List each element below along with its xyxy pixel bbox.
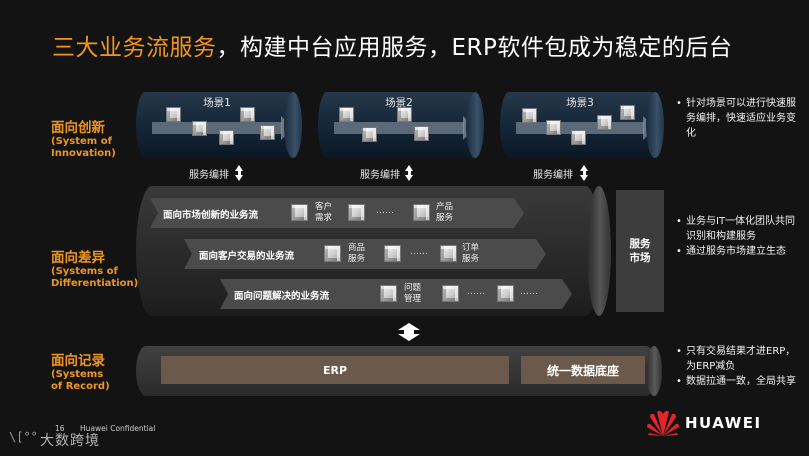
- service-cube-icon: [620, 105, 635, 120]
- service-name-line: 服务: [462, 254, 480, 264]
- service-name-line: 问题: [404, 283, 422, 293]
- service-cube-icon: [522, 108, 537, 123]
- service-cube-icon: [362, 127, 377, 142]
- erp-label: ERP: [322, 363, 348, 377]
- data-label: 统一数据底座: [546, 363, 619, 378]
- flow-label: 面向市场创新的业务流: [163, 210, 259, 221]
- service-cube-icon: [497, 285, 514, 302]
- double-arrow-icon: [398, 323, 420, 341]
- unified-data-bar: 统一数据底座: [521, 356, 645, 384]
- scenario-label: 场景2: [385, 97, 413, 109]
- flow-label: 面向客户交易的业务流: [199, 251, 295, 262]
- layer-en: (System of: [51, 136, 112, 147]
- bullet-item: 通过服务市场建立生态: [676, 244, 801, 259]
- service-cube-icon: [192, 121, 207, 136]
- layer-en: Differentiation): [51, 278, 139, 289]
- orchestration-label-2: 服务编排: [360, 170, 400, 181]
- service-cube-icon: [384, 245, 401, 262]
- bullets-differentiation: 业务与IT一体化团队共同识别和构建服务 通过服务市场建立生态: [676, 214, 801, 259]
- title-accent: 三大业务流服务: [52, 35, 217, 61]
- page-title: 三大业务流服务，构建中台应用服务，ERP软件包成为稳定的后台: [52, 28, 792, 62]
- layer-en: (Systems of: [51, 266, 118, 277]
- scenario-cylinder-3: 场景3: [500, 92, 664, 158]
- confidential-label: Huawei Confidential: [80, 424, 156, 433]
- page-number: 16: [55, 424, 65, 433]
- service-cube-icon: [571, 130, 586, 145]
- bullet-item: 只有交易结果才进ERP，为ERP减负: [676, 344, 801, 374]
- title-rest: ，构建中台应用服务，ERP软件包成为稳定的后台: [216, 35, 733, 61]
- service-cube-icon: [219, 130, 234, 145]
- service-cube-icon: [442, 285, 459, 302]
- double-arrow-icon: [235, 165, 244, 181]
- market-label-line: 市场: [629, 252, 651, 264]
- arrow-head: [281, 116, 293, 140]
- service-name-line: 产品: [436, 202, 454, 212]
- ellipsis: ……: [520, 287, 538, 297]
- service-cube-icon: [291, 204, 308, 221]
- service-name-line: 订单: [462, 243, 480, 253]
- market-label-line: 服务: [629, 238, 651, 250]
- bullets-record: 只有交易结果才进ERP，为ERP减负 数据拉通一致，全局共享: [676, 344, 801, 389]
- business-flow-market: [150, 198, 524, 228]
- ellipsis: ……: [376, 206, 394, 216]
- service-cube-icon: [440, 245, 457, 262]
- arrow-head: [643, 116, 655, 140]
- huawei-wordmark: HUAWEI: [685, 414, 762, 432]
- double-arrow-icon: [580, 165, 589, 181]
- service-market-box: 服务 市场: [616, 190, 664, 312]
- service-cube-icon: [260, 125, 275, 140]
- service-name-line: 需求: [315, 213, 333, 223]
- service-cube-icon: [339, 107, 354, 122]
- bullet-item: 针对场景可以进行快速服务编排，快速适应业务变化: [676, 96, 801, 141]
- flow-label: 面向问题解决的业务流: [234, 291, 330, 302]
- double-arrow-icon: [405, 165, 414, 181]
- scenario-label: 场景3: [566, 97, 594, 109]
- service-cube-icon: [413, 204, 430, 221]
- service-cube-icon: [380, 285, 397, 302]
- watermark-text: 大数跨境: [40, 433, 100, 449]
- cylinder-cap: [646, 346, 662, 396]
- service-cube-icon: [414, 126, 429, 141]
- layer-label-innovation: 面向创新 (System of Innovation): [51, 116, 116, 160]
- bullet-item: 业务与IT一体化团队共同识别和构建服务: [676, 214, 801, 244]
- service-cube-icon: [546, 120, 561, 135]
- service-cube-icon: [397, 107, 412, 122]
- arrow-head: [463, 116, 475, 140]
- layer-cn: 面向差异: [51, 250, 105, 266]
- service-name-line: 客户: [315, 202, 333, 212]
- ellipsis: ……: [467, 287, 485, 297]
- ellipsis: ……: [410, 247, 428, 257]
- layer-label-record: 面向记录 (Systems of Record): [51, 349, 110, 393]
- bullets-innovation: 针对场景可以进行快速服务编排，快速适应业务变化: [676, 96, 801, 141]
- service-cube-icon: [240, 107, 255, 122]
- scenario-cylinder-2: 场景2: [318, 92, 484, 158]
- flow-arrow: [152, 122, 282, 134]
- service-cube-icon: [348, 204, 365, 221]
- orchestration-label-3: 服务编排: [533, 170, 573, 181]
- service-name-line: 商品: [348, 243, 366, 253]
- watermark-logo-icon: \[°°: [9, 430, 38, 444]
- layer-en: (Systems: [51, 369, 104, 380]
- bullet-item: 数据拉通一致，全局共享: [676, 374, 801, 389]
- scenario-cylinder-1: 场景1: [136, 92, 302, 158]
- service-cube-icon: [324, 245, 341, 262]
- flow-arrow: [334, 122, 464, 134]
- orchestration-label-1: 服务编排: [189, 170, 229, 181]
- layer-label-differentiation: 面向差异 (Systems of Differentiation): [51, 246, 138, 290]
- erp-bar: ERP: [161, 356, 509, 384]
- service-cube-icon: [166, 107, 181, 122]
- service-cube-icon: [597, 115, 612, 130]
- layer-cn: 面向记录: [51, 353, 105, 369]
- service-name-line: 管理: [404, 294, 422, 304]
- layer-en: Innovation): [51, 148, 116, 159]
- layer-en: of Record): [51, 381, 110, 392]
- business-flow-customer: [184, 239, 546, 269]
- cylinder-cap: [587, 186, 611, 316]
- huawei-flower-icon: [647, 410, 679, 436]
- service-name-line: 服务: [436, 213, 454, 223]
- layer-cn: 面向创新: [51, 120, 105, 136]
- scenario-label: 场景1: [203, 97, 231, 109]
- service-name-line: 服务: [348, 254, 366, 264]
